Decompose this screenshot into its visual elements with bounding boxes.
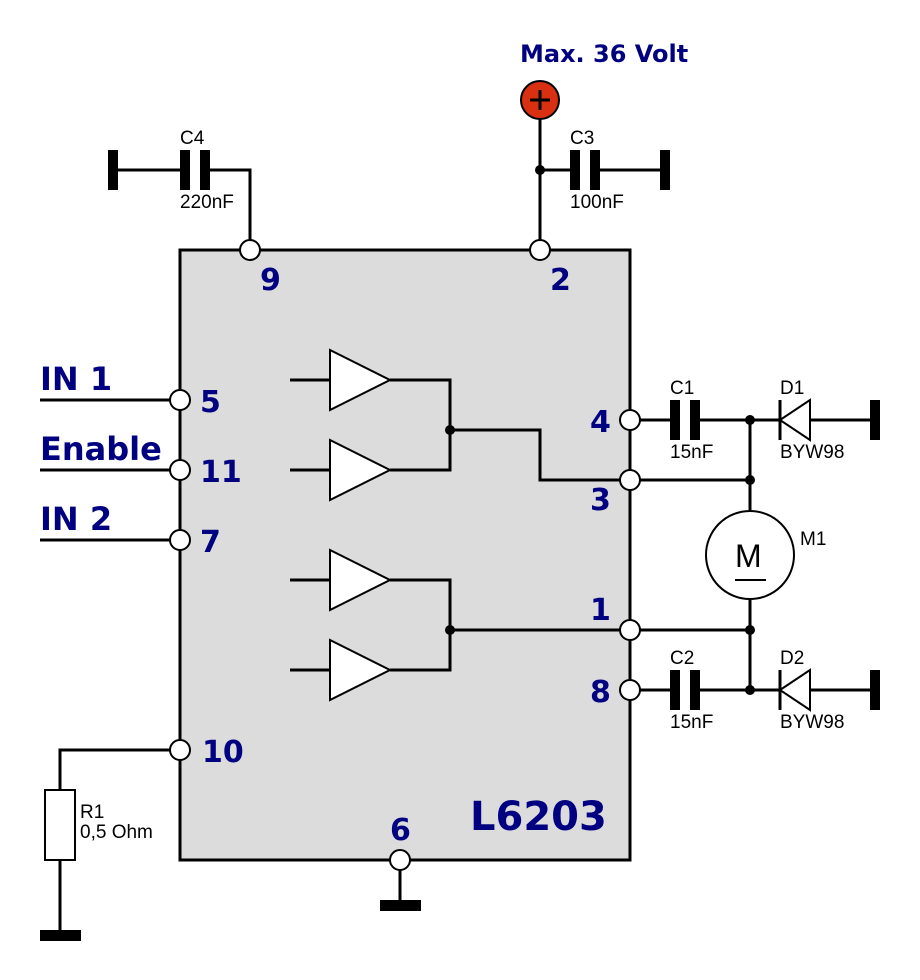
c3-value: 100nF	[570, 192, 624, 213]
pin-2-label: 2	[550, 263, 571, 298]
input-in2-label: IN 2	[40, 500, 112, 538]
d2-ref: D2	[780, 648, 804, 669]
resistor-r1	[44, 789, 76, 861]
buffer-triangle	[290, 348, 393, 412]
pin-4-label: 4	[590, 405, 611, 440]
ground-symbol	[108, 150, 118, 190]
pin-3-label: 3	[590, 483, 611, 518]
r1-value: 0,5 Ohm	[80, 822, 153, 843]
ground-symbol	[380, 900, 421, 911]
pin-9-label: 9	[260, 263, 281, 298]
ic-name: L6203	[470, 794, 607, 840]
pin-1-label: 1	[590, 593, 611, 628]
pin-2	[529, 239, 551, 261]
pin-6	[389, 849, 411, 871]
c3-ref: C3	[570, 128, 594, 149]
motor-m1: M	[705, 510, 795, 600]
capacitor-c3	[540, 150, 670, 190]
pin-7	[169, 529, 191, 551]
pin-10	[169, 739, 191, 761]
buffer-triangle	[290, 638, 393, 702]
pin-7-label: 7	[200, 525, 221, 560]
c1-value: 15nF	[670, 442, 713, 463]
ground-symbol	[40, 930, 81, 941]
capacitor-c1	[670, 400, 680, 440]
pin-8	[619, 679, 641, 701]
buffer-triangle	[290, 548, 393, 612]
ic-body	[178, 248, 632, 862]
pin-3	[619, 469, 641, 491]
supply-label: Max. 36 Volt	[520, 40, 688, 68]
buffer-triangle	[290, 438, 393, 502]
m1-ref: M1	[800, 529, 826, 550]
d1-value: BYW98	[780, 442, 844, 463]
d1-ref: D1	[780, 378, 804, 399]
diode-d2	[778, 668, 811, 712]
pin-4	[619, 409, 641, 431]
input-enable-label: Enable	[40, 430, 162, 468]
input-in1-label: IN 1	[40, 360, 112, 398]
c4-ref: C4	[180, 128, 205, 149]
ground-symbol	[660, 150, 670, 190]
supply-terminal	[520, 80, 560, 120]
pin-1	[619, 619, 641, 641]
diode-d1	[778, 398, 811, 442]
c2-value: 15nF	[670, 712, 713, 733]
ground-symbol	[870, 400, 880, 440]
pin-6-label: 6	[390, 813, 411, 848]
pin-10-label: 10	[202, 735, 244, 770]
c4-value: 220nF	[180, 192, 234, 213]
pin-5	[169, 389, 191, 411]
svg-text:M: M	[735, 538, 762, 574]
pin-11-label: 11	[200, 455, 242, 490]
capacitor-c2	[670, 670, 680, 710]
pin-8-label: 8	[590, 675, 611, 710]
c2-ref: C2	[670, 648, 694, 669]
pin-11	[169, 459, 191, 481]
pin-9	[239, 239, 261, 261]
capacitor-c4	[108, 150, 252, 240]
d2-value: BYW98	[780, 712, 844, 733]
r1-ref: R1	[80, 802, 104, 823]
ground-symbol	[870, 670, 880, 710]
c1-ref: C1	[670, 378, 694, 399]
pin-5-label: 5	[200, 385, 221, 420]
